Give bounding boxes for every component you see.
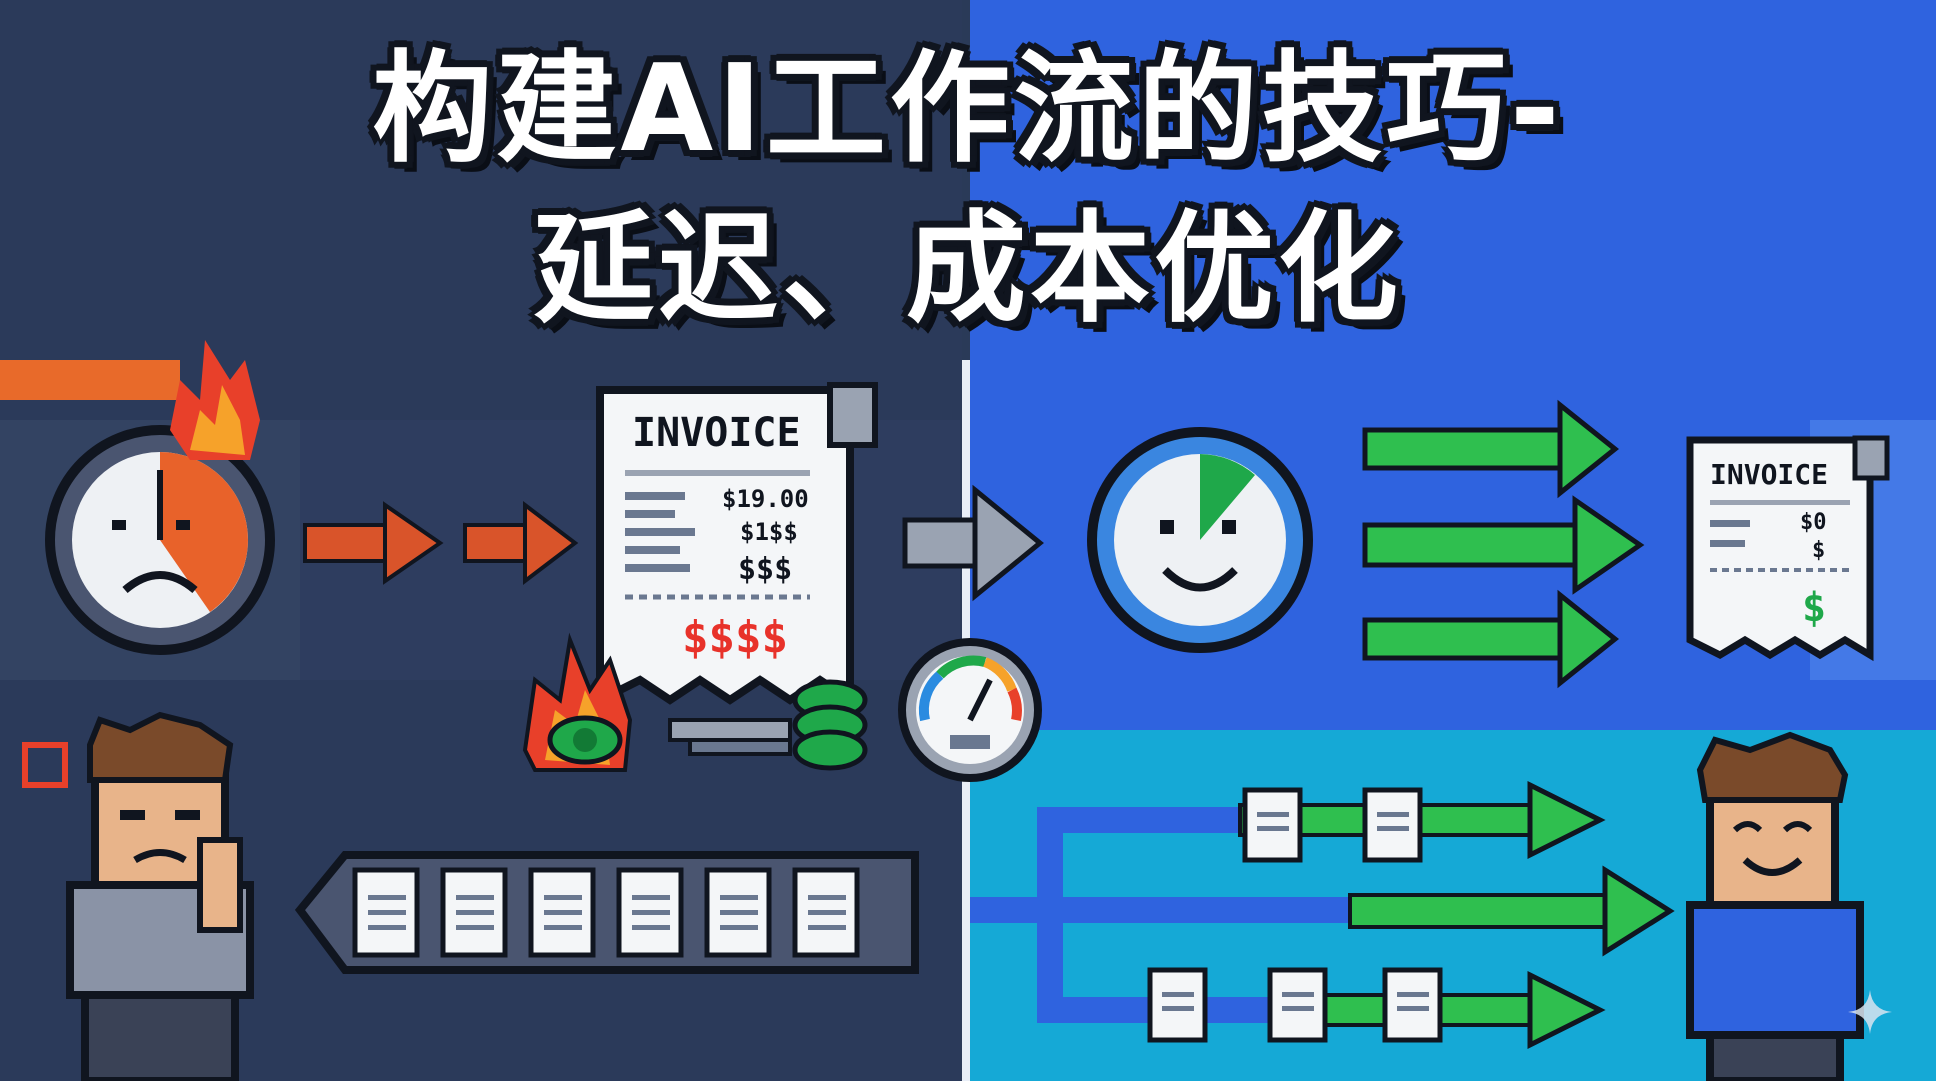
left-invoice-line-3: $$$ [738, 552, 793, 587]
document-icon [616, 867, 684, 958]
right-invoice-heading: INVOICE [1710, 458, 1829, 491]
left-invoice-line-2: $1$$ [740, 518, 798, 546]
document-icon [352, 867, 420, 958]
invoice-icon [1686, 435, 1890, 662]
page-title-line-2: 延迟、成本优化 [534, 200, 1402, 339]
page-title-line-1: 构建AI工作流的技巧- [372, 40, 1564, 179]
document-icon [440, 867, 508, 958]
document-icon [528, 867, 596, 958]
left-invoice-heading: INVOICE [632, 410, 801, 456]
document-icon [704, 867, 772, 958]
document-icon [1362, 787, 1423, 863]
left-invoice-line-1: $19.00 [722, 485, 809, 513]
document-icon [1382, 967, 1443, 1043]
fire-icon [170, 340, 260, 460]
stopwatch-happy-icon [1087, 427, 1313, 653]
fast-arrow-2 [1362, 495, 1645, 595]
person-happy [1686, 731, 1864, 1081]
fast-arrow-3 [1362, 589, 1620, 689]
gauge-icon [898, 638, 1042, 782]
document-icon [1147, 967, 1208, 1043]
left-invoice-total: $$$$ [682, 612, 788, 663]
slow-arrow-2 [463, 500, 579, 586]
person-frustrated [22, 711, 254, 1081]
fast-arrow-1 [1362, 399, 1620, 499]
right-invoice-total: $ [1802, 585, 1827, 631]
document-icon [1242, 787, 1303, 863]
document-icon [1267, 967, 1328, 1043]
sparkle-icon [1848, 990, 1892, 1034]
right-invoice-line-1: $0 [1800, 510, 1827, 535]
stopwatch-sad-icon [45, 425, 275, 655]
invoice-icon [596, 382, 878, 708]
document-queue [294, 851, 919, 974]
document-icon [792, 867, 860, 958]
slow-arrow-1 [303, 501, 444, 585]
right-invoice-line-2: $ [1812, 538, 1826, 563]
transition-arrow [902, 484, 1044, 602]
money-stack-icon [547, 679, 868, 771]
